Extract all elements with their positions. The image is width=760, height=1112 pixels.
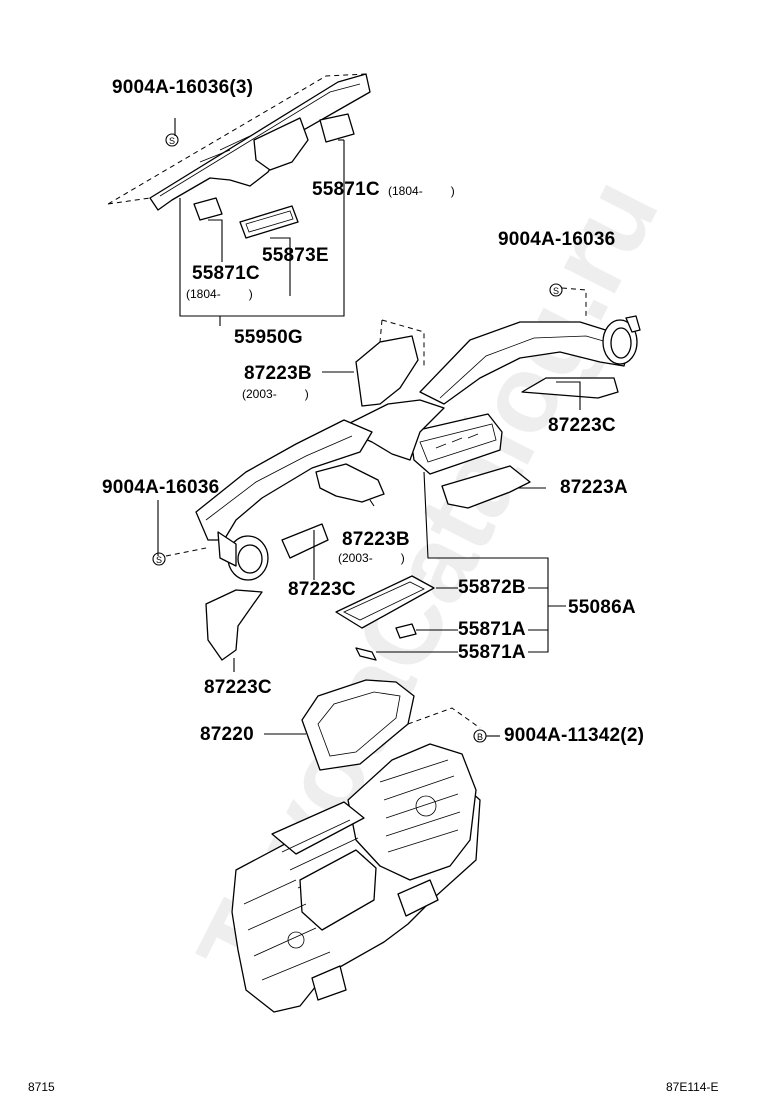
- label-55871c-left[interactable]: 55871C: [192, 263, 260, 284]
- note-87223b-top: (2003-): [242, 387, 309, 401]
- note-55871c-top: (1804-): [388, 184, 455, 198]
- seal-87223c-right[interactable]: [521, 377, 619, 399]
- label-clip-top[interactable]: 9004A-16036(3): [112, 77, 254, 98]
- screw-letter-top: S: [169, 136, 175, 146]
- label-87220[interactable]: 87220: [200, 724, 254, 745]
- label-55950g[interactable]: 55950G: [234, 327, 303, 348]
- note-55871c-left: (1804-): [186, 287, 253, 301]
- duct-dash-line: [107, 73, 367, 205]
- bolt-letter: B: [477, 732, 483, 742]
- defroster-duct[interactable]: [149, 73, 371, 211]
- label-87223c-low[interactable]: 87223C: [204, 677, 272, 698]
- screw-symbol-left: [152, 552, 166, 566]
- seal-87223c-low[interactable]: [205, 589, 263, 661]
- label-87223c-right[interactable]: 87223C: [548, 415, 616, 436]
- label-55871a-1[interactable]: 55871A: [458, 619, 526, 640]
- label-55873e[interactable]: 55873E: [262, 245, 329, 266]
- page-code: 8715: [28, 1080, 55, 1094]
- main-air-duct[interactable]: [195, 315, 641, 581]
- label-87223b-mid[interactable]: 87223B: [342, 529, 410, 550]
- label-bolt[interactable]: 9004A-11342(2): [504, 725, 645, 746]
- label-55871c-top[interactable]: 55871C: [312, 179, 380, 200]
- seal-87223c-mid[interactable]: [281, 523, 329, 559]
- seal-87223b-mid[interactable]: [315, 463, 385, 503]
- heater-unit[interactable]: [231, 743, 481, 1013]
- seal-87223a[interactable]: [441, 465, 531, 509]
- label-clip-right[interactable]: 9004A-16036: [498, 229, 616, 250]
- screw-symbol-right: [549, 283, 563, 297]
- label-87223b-top[interactable]: 87223B: [244, 363, 312, 384]
- figure-code: 87E114-E: [666, 1080, 719, 1094]
- label-87223c-mid[interactable]: 87223C: [288, 579, 356, 600]
- seal-55871a-1[interactable]: [395, 623, 417, 639]
- seal-87223b-top[interactable]: [355, 335, 419, 407]
- label-55871a-2[interactable]: 55871A: [458, 642, 526, 663]
- screw-letter-left: S: [156, 555, 162, 565]
- label-55086a[interactable]: 55086A: [568, 597, 636, 618]
- note-87223b-mid: (2003-): [338, 551, 405, 565]
- screw-letter-right: S: [553, 286, 559, 296]
- label-87223a[interactable]: 87223A: [560, 477, 628, 498]
- screw-symbol-top: [165, 133, 179, 147]
- gasket-55872b[interactable]: [335, 575, 435, 629]
- seal-55871a-2[interactable]: [355, 647, 377, 661]
- duct-87220[interactable]: [301, 679, 415, 771]
- seal-55871c-left[interactable]: [193, 197, 223, 221]
- label-55872b[interactable]: 55872B: [458, 577, 526, 598]
- label-clip-left[interactable]: 9004A-16036: [102, 477, 220, 498]
